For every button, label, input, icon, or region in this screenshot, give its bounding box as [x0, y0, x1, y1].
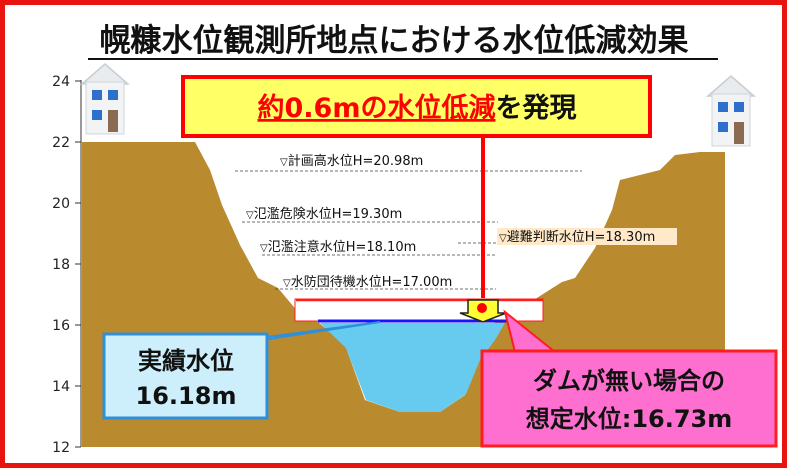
- level-marker-icon: ▽: [260, 243, 268, 254]
- y-tick-label: 14: [52, 379, 70, 395]
- evacuation-judgment-label: ▽避難判断水位H=18.30m: [499, 230, 655, 245]
- title: 幌糠水位観測所地点における水位低減効果: [100, 23, 689, 59]
- y-tick-label: 20: [52, 196, 70, 212]
- y-tick-label: 18: [52, 257, 70, 273]
- evacuation-label-bg: [497, 228, 677, 245]
- y-tick-label: 12: [52, 440, 70, 456]
- level-marker-icon: ▽: [280, 157, 288, 168]
- level-marker-icon: ▽: [283, 278, 291, 289]
- actual-level-value: 16.18m: [136, 382, 237, 410]
- level-marker-icon: ▽: [246, 210, 254, 221]
- y-tick-label: 22: [52, 135, 70, 151]
- level-point-marker: [477, 303, 487, 313]
- standby-label: ▽水防団待機水位H=17.00m: [283, 274, 452, 290]
- cross-section-diagram: 幌糠水位観測所地点における水位低減効果 24 22 20 18 16 14 12…: [52, 23, 778, 456]
- level-marker-icon: ▽: [499, 233, 507, 244]
- flood-caution-label: ▽氾濫注意水位H=18.10m: [260, 239, 416, 255]
- headline-suffix: を発現: [495, 93, 576, 124]
- actual-level-title: 実績水位: [138, 347, 234, 375]
- headline-box: [181, 75, 652, 138]
- actual-level-callout: [102, 332, 269, 420]
- nodam-level-title: ダムが無い場合の: [533, 367, 725, 395]
- headline-text: 約0.6mの水位低減を発現: [258, 92, 577, 124]
- flood-danger-label: ▽氾濫危険水位H=19.30m: [246, 207, 402, 222]
- river-water: [320, 323, 505, 412]
- y-tick-label: 24: [52, 74, 70, 90]
- headline-highlight: 約0.6mの水位低減: [258, 92, 496, 124]
- house-icon: [79, 63, 131, 135]
- y-tick-label: 16: [52, 318, 70, 334]
- nodam-level-value: 想定水位:16.73m: [526, 405, 733, 433]
- house-icon: [705, 75, 757, 147]
- planned-high-water-label: ▽計画高水位H=20.98m: [280, 153, 423, 169]
- nodam-level-callout: [480, 349, 778, 448]
